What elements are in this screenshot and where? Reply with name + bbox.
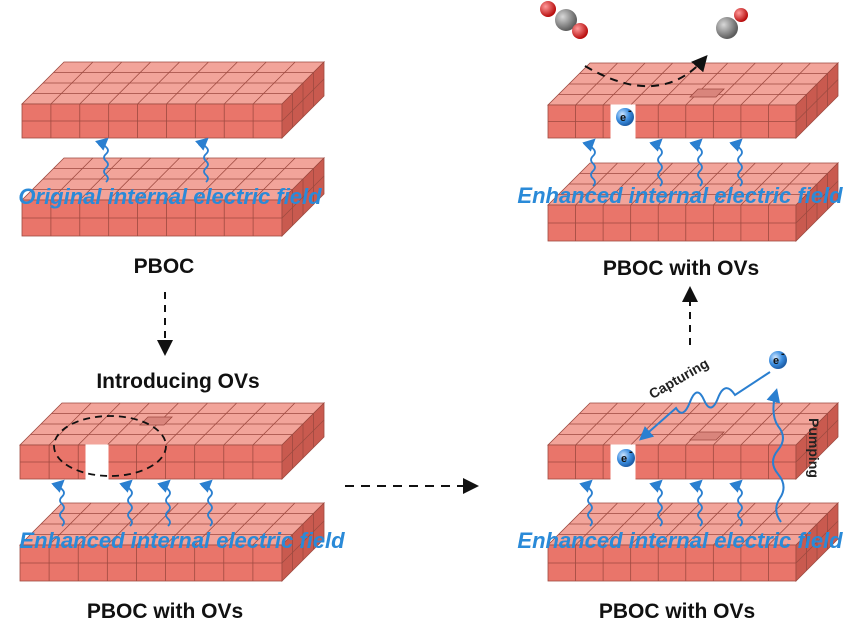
caption-bottom-left: PBOC with OVs (86, 600, 244, 623)
caption-top-right: PBOC with OVs (602, 257, 760, 280)
field-arrow-bottom-left-1 (51, 479, 65, 527)
field-label-top-right: Enhanced internal electric field (517, 183, 843, 208)
field-label-bottom-right: Enhanced internal electric field (517, 528, 843, 553)
field-label-top-left: Original internal electric field (18, 184, 322, 209)
electron-captured: e - (617, 446, 635, 467)
pumping-wave-arrow (766, 388, 785, 523)
field-arrow-top-right-1 (582, 138, 596, 187)
electron-top-right: e - (616, 105, 634, 126)
co2-trajectory-arrow (584, 54, 708, 87)
field-arrow-top-right-2 (649, 138, 663, 187)
caption-top-left: PBOC (133, 255, 195, 278)
svg-text:e: e (620, 112, 626, 124)
svg-text:-: - (629, 446, 633, 458)
field-arrow-top-right-3 (689, 138, 703, 187)
slab-top-left-upper (21, 61, 325, 139)
field-arrow-bottom-right-4 (729, 479, 743, 527)
pumping-label: Pumping (806, 418, 822, 478)
field-arrow-bottom-right-3 (689, 479, 703, 527)
co-molecule-right (716, 8, 748, 39)
field-arrow-top-left-2 (195, 137, 209, 183)
caption-bottom-right: PBOC with OVs (598, 600, 756, 623)
vacancy-pit-top-right (689, 88, 725, 98)
slab-top-left-lower (21, 157, 325, 237)
svg-text:e: e (773, 355, 779, 367)
field-arrow-bottom-right-2 (649, 479, 663, 527)
vacancy-highlight-ellipse (53, 415, 167, 477)
electron-free: e - (769, 348, 787, 369)
field-arrow-bottom-right-1 (579, 479, 593, 527)
slab-top-right-lower (547, 162, 839, 242)
field-arrow-top-left-1 (95, 137, 109, 183)
vacancy-pit-bottom-right (689, 431, 725, 441)
field-arrow-top-right-4 (729, 138, 743, 187)
svg-text:e: e (621, 453, 627, 465)
field-arrow-bottom-left-2 (119, 479, 133, 527)
slab-bottom-right-upper (547, 402, 839, 480)
capturing-wave-arrow (639, 371, 771, 441)
svg-text:-: - (781, 348, 785, 360)
co2-molecule-left (540, 1, 588, 39)
svg-text:-: - (628, 105, 632, 117)
slab-top-right-upper (547, 62, 839, 139)
slab-bottom-left-upper (19, 402, 325, 480)
slab-bottom-left-lower (19, 502, 325, 582)
field-label-bottom-left: Enhanced internal electric field (19, 528, 345, 553)
oxygen-vacancy-bottom-left (85, 444, 109, 481)
field-arrow-bottom-left-4 (199, 479, 213, 527)
slab-bottom-right-lower (547, 502, 839, 582)
field-arrow-bottom-left-3 (157, 479, 171, 527)
step-label-introducing-ovs: Introducing OVs (96, 370, 260, 393)
